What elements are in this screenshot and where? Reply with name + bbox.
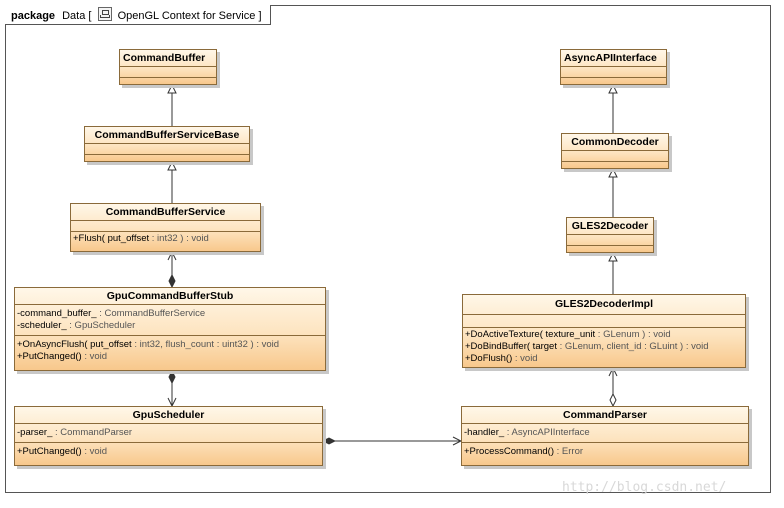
class-name: CommonDecoder [571, 136, 659, 148]
operation-put-changed: +PutChanged() : void [17, 446, 108, 457]
operations-compartment [567, 245, 653, 256]
operations-compartment: +Flush( put_offset : int32 ) : void [71, 231, 260, 246]
attributes-compartment [463, 314, 745, 327]
package-diagram-icon [97, 7, 112, 21]
frame-bracket-open: [ [88, 10, 92, 22]
attributes-compartment: -handler_ : AsyncAPIInterface [462, 423, 748, 442]
operations-compartment [561, 77, 666, 88]
operation-do-bind-buffer: +DoBindBuffer( target : GLenum, client_i… [465, 341, 709, 352]
class-name: GpuScheduler [132, 409, 205, 421]
class-gpu-command-buffer-stub[interactable]: GpuCommandBufferStub -command_buffer_ : … [14, 287, 326, 371]
operations-compartment: +OnAsyncFlush( put_offset : int32, flush… [15, 335, 325, 364]
class-command-parser[interactable]: CommandParser -handler_ : AsyncAPIInterf… [461, 406, 749, 466]
class-name: CommandParser [562, 409, 648, 421]
operation-do-active-texture: +DoActiveTexture( texture_unit : GLenum … [465, 329, 671, 340]
class-gpu-scheduler[interactable]: GpuScheduler -parser_ : CommandParser +P… [14, 406, 323, 466]
diagram-frame [5, 5, 771, 493]
attributes-compartment [567, 234, 653, 245]
class-command-buffer[interactable]: CommandBuffer [119, 49, 217, 85]
operation-process-command: +ProcessCommand() : Error [464, 446, 584, 457]
class-command-buffer-service[interactable]: CommandBufferService +Flush( put_offset … [70, 203, 261, 252]
class-name: GLES2Decoder [571, 220, 649, 232]
operations-compartment [562, 161, 668, 172]
class-command-buffer-service-base[interactable]: CommandBufferServiceBase [84, 126, 250, 162]
attribute-parser: -parser_ : CommandParser [17, 427, 133, 438]
operations-compartment: +DoActiveTexture( texture_unit : GLenum … [463, 327, 745, 366]
class-name: GLES2DecoderImpl [554, 298, 654, 310]
attributes-compartment [562, 150, 668, 161]
class-name: GpuCommandBufferStub [106, 290, 234, 302]
frame-tab: package Data [ OpenGL Context for Servic… [5, 5, 271, 25]
attributes-compartment [120, 66, 216, 77]
frame-diagram-title: OpenGL Context for Service [117, 10, 256, 22]
class-common-decoder[interactable]: CommonDecoder [561, 133, 669, 169]
attributes-compartment [71, 220, 260, 231]
operations-compartment [120, 77, 216, 88]
class-name: AsyncAPIInterface [564, 52, 657, 64]
attributes-compartment [85, 143, 249, 154]
attribute-handler: -handler_ : AsyncAPIInterface [464, 427, 590, 438]
class-name: CommandBufferServiceBase [94, 129, 240, 141]
operation-do-flush: +DoFlush() : void [465, 353, 538, 364]
frame-keyword: package [11, 10, 56, 22]
frame-package-name: Data [62, 10, 86, 22]
operations-compartment: +ProcessCommand() : Error [462, 442, 748, 459]
attributes-compartment [561, 66, 666, 77]
operations-compartment [85, 154, 249, 165]
class-name: CommandBufferService [105, 206, 226, 218]
class-async-api-interface[interactable]: AsyncAPIInterface [560, 49, 667, 85]
class-name: CommandBuffer [123, 52, 206, 64]
attributes-compartment: -command_buffer_ : CommandBufferService … [15, 304, 325, 335]
attribute-command-buffer: -command_buffer_ : CommandBufferService [17, 308, 206, 319]
operation-flush: +Flush( put_offset : int32 ) : void [73, 233, 209, 244]
operation-put-changed: +PutChanged() : void [17, 351, 108, 362]
frame-bracket-close: ] [258, 10, 262, 22]
operations-compartment: +PutChanged() : void [15, 442, 322, 459]
class-gles2-decoder[interactable]: GLES2Decoder [566, 217, 654, 253]
watermark: http://blog.csdn.net/ [562, 480, 727, 495]
attributes-compartment: -parser_ : CommandParser [15, 423, 322, 442]
operation-on-async-flush: +OnAsyncFlush( put_offset : int32, flush… [17, 339, 280, 350]
attribute-scheduler: -scheduler_ : GpuScheduler [17, 320, 136, 331]
class-gles2-decoder-impl[interactable]: GLES2DecoderImpl +DoActiveTexture( textu… [462, 294, 746, 368]
